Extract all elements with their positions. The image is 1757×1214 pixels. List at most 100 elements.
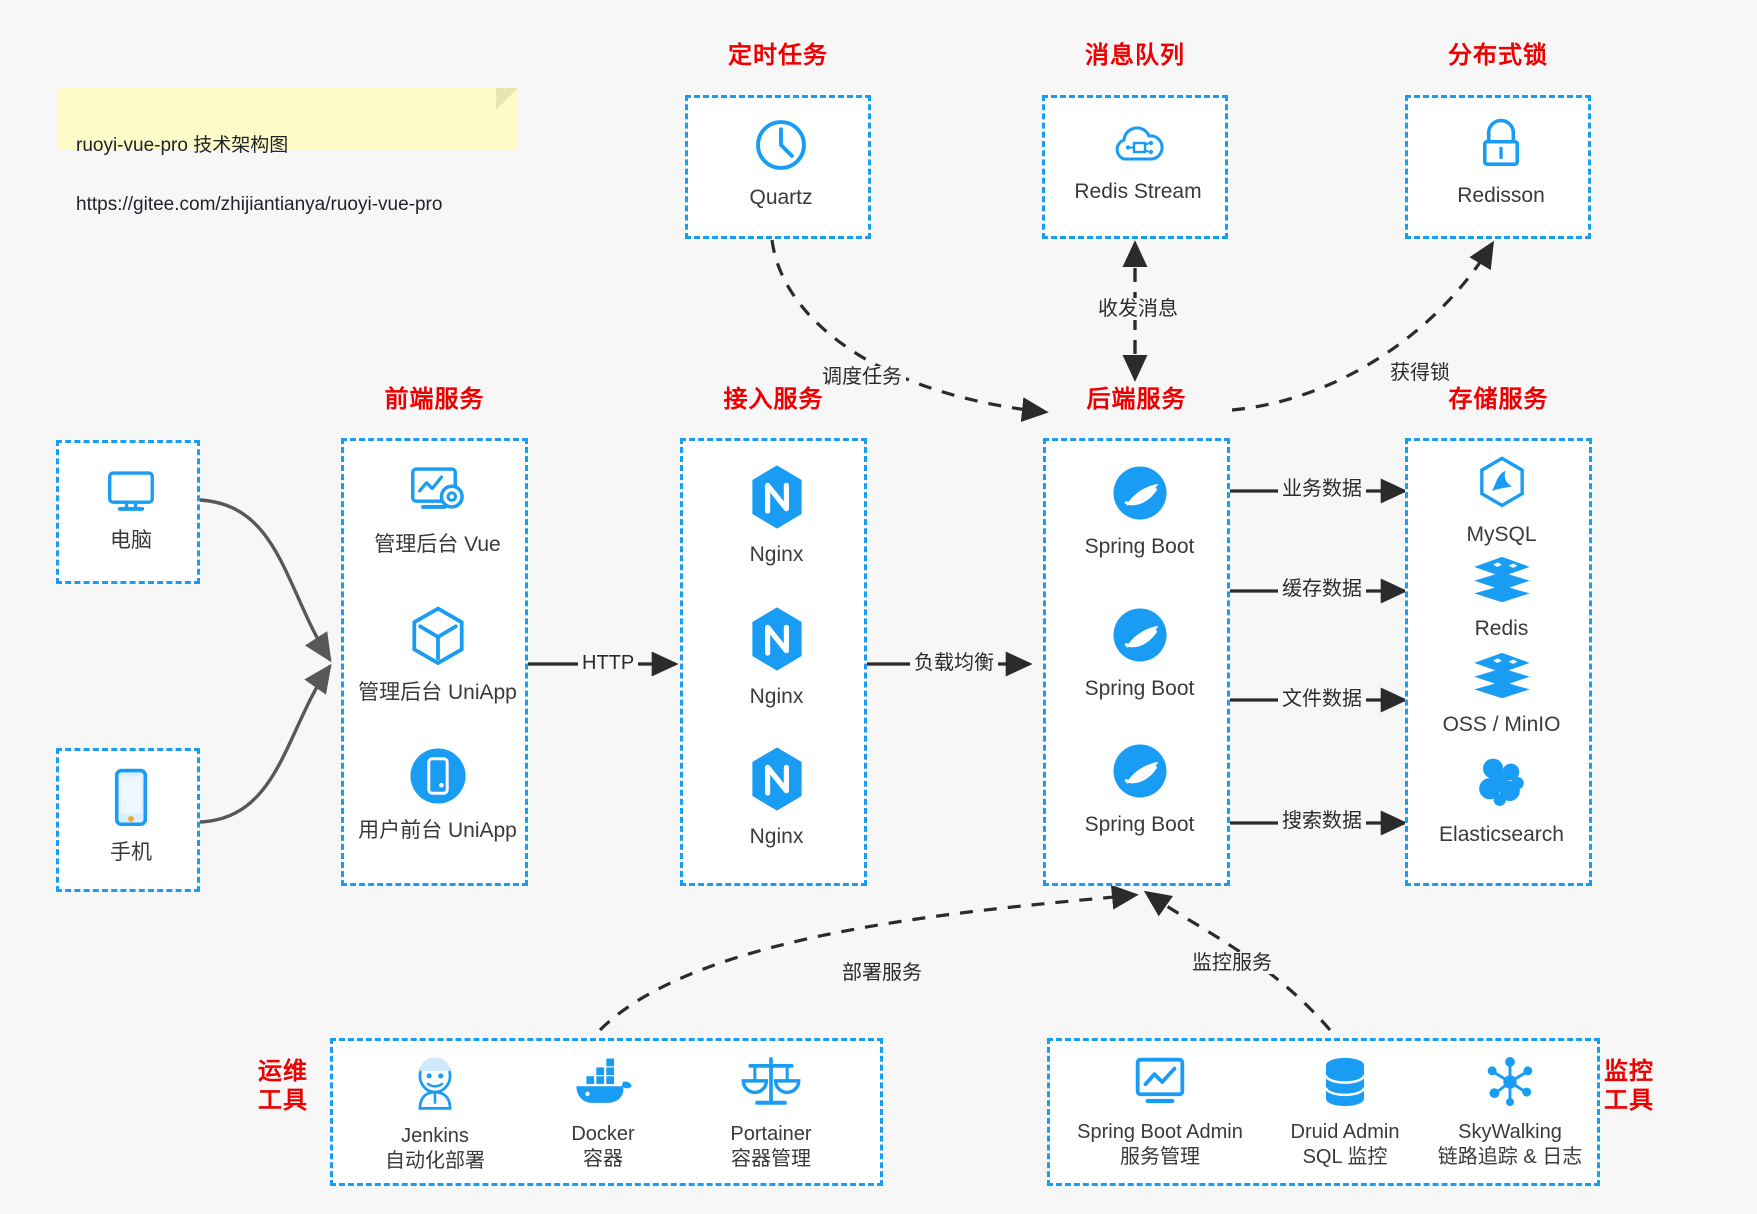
group-box-devops[interactable]: Jenkins 自动化部署 Docker 容器 xyxy=(330,1038,883,1186)
oss-icon xyxy=(1471,649,1533,706)
node-label: 用户前台 UniApp xyxy=(358,819,517,842)
edge-label-file-data: 文件数据 xyxy=(1278,688,1366,710)
edge-phone-to-frontend xyxy=(199,663,332,824)
node-label: Redis Stream xyxy=(1074,180,1202,203)
node-redis[interactable]: Redis xyxy=(1408,553,1595,642)
node-label: Spring Boot xyxy=(1084,535,1195,558)
skywalking-icon xyxy=(1481,1055,1539,1114)
group-title-mq: 消息队列 xyxy=(1085,42,1185,69)
node-label: Druid Admin SQL 监控 xyxy=(1290,1121,1400,1168)
edge-label-load-balance: 负载均衡 xyxy=(910,652,998,674)
node-quartz[interactable]: Quartz xyxy=(688,116,874,211)
node-label: Spring Boot Admin 服务管理 xyxy=(1077,1121,1243,1168)
node-label: Docker 容器 xyxy=(571,1123,635,1170)
node-pc[interactable]: 电脑 xyxy=(59,465,203,554)
node-admin-uniapp[interactable]: 管理后台 UniApp xyxy=(344,605,531,706)
node-druid-admin[interactable]: Druid Admin SQL 监控 xyxy=(1260,1055,1430,1170)
redis-icon xyxy=(1471,553,1533,610)
node-nginx-3[interactable]: Nginx xyxy=(683,745,870,850)
group-box-client-phone[interactable]: 手机 xyxy=(56,748,200,892)
node-label: Spring Boot xyxy=(1084,677,1195,700)
node-redis-stream[interactable]: Redis Stream xyxy=(1045,118,1231,205)
node-elasticsearch[interactable]: Elasticsearch xyxy=(1408,753,1595,848)
node-user-uniapp[interactable]: 用户前台 UniApp xyxy=(344,745,531,844)
node-portainer[interactable]: Portainer 容器管理 xyxy=(691,1053,851,1172)
group-box-storage[interactable]: MySQL Redis OSS xyxy=(1405,438,1592,886)
node-label: OSS / MinIO xyxy=(1442,713,1561,736)
group-box-client-pc[interactable]: 电脑 xyxy=(56,440,200,584)
database-icon xyxy=(1317,1055,1373,1114)
edge-label-deploy-service: 部署服务 xyxy=(838,962,926,984)
group-box-mq[interactable]: Redis Stream xyxy=(1042,95,1228,239)
node-label: Nginx xyxy=(749,685,804,708)
group-box-backend[interactable]: Spring Boot Spring Boot Spring Boot xyxy=(1043,438,1230,886)
note-line-2: https://gitee.com/zhijiantianya/ruoyi-vu… xyxy=(76,194,443,216)
group-title-monitor: 监控 工具 xyxy=(1604,1058,1654,1114)
nginx-icon xyxy=(746,605,808,678)
spring-boot-icon xyxy=(1110,605,1170,670)
edge-label-send-receive-message: 收发消息 xyxy=(1094,298,1182,320)
spring-boot-icon xyxy=(1110,741,1170,806)
scales-icon xyxy=(741,1053,801,1116)
node-spring-boot-admin[interactable]: Spring Boot Admin 服务管理 xyxy=(1060,1055,1260,1170)
node-label: 电脑 xyxy=(110,529,152,552)
node-label: 管理后台 Vue xyxy=(374,533,501,556)
node-label: Quartz xyxy=(749,186,813,209)
node-label: Elasticsearch xyxy=(1439,823,1564,846)
group-box-scheduler[interactable]: Quartz xyxy=(685,95,871,239)
cloud-stream-icon xyxy=(1108,118,1168,173)
node-nginx-1[interactable]: Nginx xyxy=(683,463,870,568)
group-title-lock: 分布式锁 xyxy=(1448,42,1548,69)
jenkins-icon xyxy=(406,1055,464,1118)
node-label: Nginx xyxy=(749,825,804,848)
group-box-frontend[interactable]: 管理后台 Vue 管理后台 UniApp 用户前台 UniApp xyxy=(341,438,528,886)
node-nginx-2[interactable]: Nginx xyxy=(683,605,870,710)
nginx-icon xyxy=(746,745,808,818)
node-oss-minio[interactable]: OSS / MinIO xyxy=(1408,649,1595,738)
note-line-1: ruoyi-vue-pro 技术架构图 xyxy=(76,135,289,157)
clock-icon xyxy=(752,116,810,179)
node-phone[interactable]: 手机 xyxy=(59,767,203,866)
node-spring-boot-3[interactable]: Spring Boot xyxy=(1046,741,1233,838)
phone-circle-icon xyxy=(407,745,469,812)
hexagon-cube-icon xyxy=(407,605,469,674)
node-skywalking[interactable]: SkyWalking 链路追踪 & 日志 xyxy=(1420,1055,1600,1170)
mobile-icon xyxy=(109,767,153,834)
node-mysql[interactable]: MySQL xyxy=(1408,455,1595,548)
desktop-icon xyxy=(103,465,159,522)
node-label: Redis xyxy=(1474,617,1529,640)
edge-label-monitor-service: 监控服务 xyxy=(1188,952,1276,974)
edge-label-cache-data: 缓存数据 xyxy=(1278,578,1366,600)
diagram-note: ruoyi-vue-pro 技术架构图 https://gitee.com/zh… xyxy=(58,88,518,215)
note-fold-corner xyxy=(496,88,518,110)
node-spring-boot-2[interactable]: Spring Boot xyxy=(1046,605,1233,702)
group-title-storage: 存储服务 xyxy=(1448,386,1549,413)
node-spring-boot-1[interactable]: Spring Boot xyxy=(1046,463,1233,560)
group-title-scheduler: 定时任务 xyxy=(728,42,828,69)
elasticsearch-icon xyxy=(1473,753,1531,816)
lock-icon xyxy=(1475,116,1527,177)
node-docker[interactable]: Docker 容器 xyxy=(523,1057,683,1172)
node-label: SkyWalking 链路追踪 & 日志 xyxy=(1437,1121,1583,1168)
edge-label-business-data: 业务数据 xyxy=(1278,478,1366,500)
node-admin-vue[interactable]: 管理后台 Vue xyxy=(344,463,531,558)
nginx-icon xyxy=(746,463,808,536)
group-box-monitor[interactable]: Spring Boot Admin 服务管理 Druid Admin SQL 监… xyxy=(1047,1038,1600,1186)
node-label: Redisson xyxy=(1457,184,1545,207)
docker-icon xyxy=(572,1057,634,1116)
group-title-backend: 后端服务 xyxy=(1086,386,1187,413)
dashboard-gear-icon xyxy=(407,463,469,526)
node-jenkins[interactable]: Jenkins 自动化部署 xyxy=(355,1055,515,1174)
group-title-gateway: 接入服务 xyxy=(723,386,824,413)
node-label: Portainer 容器管理 xyxy=(730,1123,812,1170)
group-title-devops: 运维 工具 xyxy=(258,1058,308,1114)
node-redisson[interactable]: Redisson xyxy=(1408,116,1594,209)
node-label: Jenkins 自动化部署 xyxy=(385,1125,485,1172)
node-label: Spring Boot xyxy=(1084,813,1195,836)
edge-label-acquire-lock: 获得锁 xyxy=(1386,362,1454,384)
edge-label-schedule-task: 调度任务 xyxy=(818,366,906,388)
edge-label-search-data: 搜索数据 xyxy=(1278,810,1366,832)
group-box-lock[interactable]: Redisson xyxy=(1405,95,1591,239)
group-title-frontend: 前端服务 xyxy=(384,386,485,413)
group-box-gateway[interactable]: Nginx Nginx Nginx xyxy=(680,438,867,886)
